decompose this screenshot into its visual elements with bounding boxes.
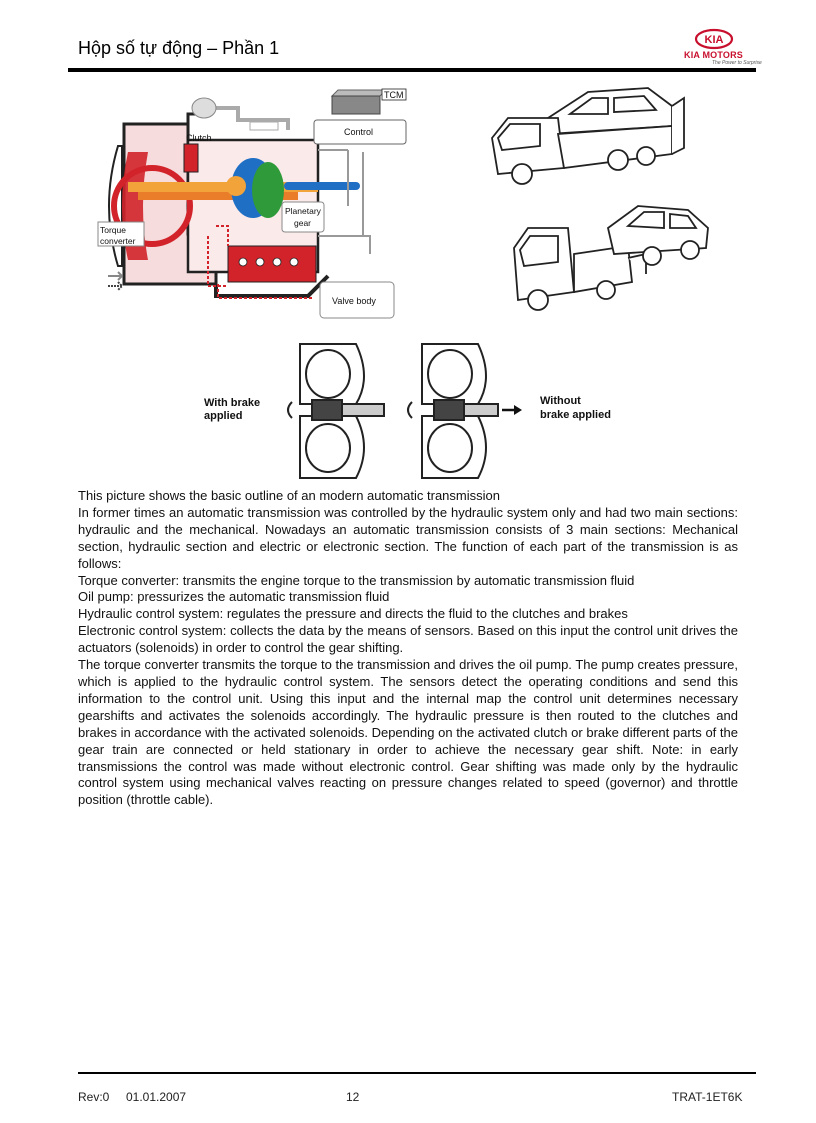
kia-logo: KIA xyxy=(694,28,734,50)
body-paragraph: This picture shows the basic outline of … xyxy=(78,488,500,503)
tcm-label: TCM xyxy=(384,90,404,100)
without-brake-label-2: brake applied xyxy=(540,409,611,421)
page-title: Hộp số tự động – Phần 1 xyxy=(78,38,280,58)
body-paragraph: Hydraulic control system: regulates the … xyxy=(78,606,628,622)
torque-label-2: converter xyxy=(100,236,136,246)
footer-rule xyxy=(78,1072,756,1074)
body-paragraph: The torque converter transmits the torqu… xyxy=(78,657,738,808)
logo-tagline: The Power to Surprise xyxy=(712,60,762,66)
body-paragraph: Torque converter: transmits the engine t… xyxy=(78,572,635,588)
with-brake-label-1: With brake xyxy=(204,397,260,409)
logo-text: KIA xyxy=(705,34,724,46)
planetary-label-2: gear xyxy=(294,218,311,228)
tow-truck-illustrations xyxy=(491,87,709,311)
clutch-label: Clutch xyxy=(186,133,212,143)
footer-doc-code: TRAT-1ET6K xyxy=(672,1090,743,1104)
header-rule xyxy=(68,68,756,72)
body-paragraph: Oil pump: pressurizes the automatic tran… xyxy=(78,589,390,605)
without-brake-label-1: Without xyxy=(540,395,581,407)
footer-revision: Rev:0 xyxy=(78,1090,110,1104)
valve-body-label: Valve body xyxy=(332,296,376,306)
logo-subtitle: KIA MOTORS xyxy=(684,50,744,60)
torque-label-1: Torque xyxy=(100,225,126,235)
footer-page-number: 12 xyxy=(346,1090,360,1104)
transmission-schematic: TCM Control Clutch Planetary gear Torque… xyxy=(97,88,407,319)
converter-brake-figure: With brake applied Without brake applied xyxy=(204,343,611,479)
control-label: Control xyxy=(344,127,373,137)
with-brake-label-2: applied xyxy=(204,410,243,422)
body-paragraph: Electronic control system: collects the … xyxy=(78,623,738,656)
body-paragraph: In former times an automatic transmissio… xyxy=(78,504,738,571)
footer-date: 01.01.2007 xyxy=(126,1090,187,1104)
body-text: This picture shows the basic outline of … xyxy=(78,488,738,809)
planetary-label-1: Planetary xyxy=(285,206,322,216)
